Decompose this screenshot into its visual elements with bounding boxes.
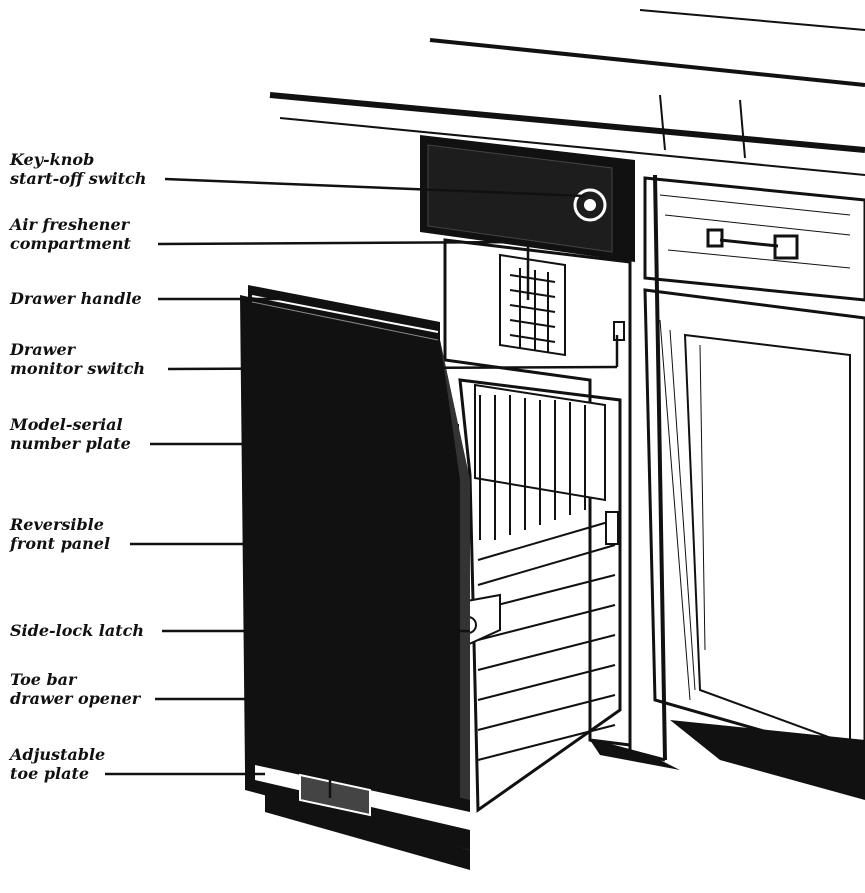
key-knob-icon <box>573 188 607 222</box>
callout-model-serial: Model-serial number plate <box>10 415 131 453</box>
toe-bar-icon <box>299 773 371 817</box>
callout-line: Drawer handle <box>10 289 142 308</box>
callout-line: Side-lock latch <box>10 621 144 640</box>
callout-line: Air freshener <box>10 215 130 234</box>
callout-line: start-off switch <box>10 169 147 188</box>
callout-toe-bar: Toe bar drawer opener <box>10 670 140 708</box>
control-panel <box>420 135 635 262</box>
callout-line: number plate <box>10 434 131 453</box>
front-panel <box>240 285 470 842</box>
callout-air-freshener: Air freshener compartment <box>10 215 131 253</box>
countertop <box>269 9 865 176</box>
floor-shadow <box>590 720 865 800</box>
callout-line: Key-knob <box>10 150 95 169</box>
callout-side-lock: Side-lock latch <box>10 621 144 640</box>
air-freshener-grille <box>499 253 566 357</box>
callout-reversible-front: Reversible front panel <box>10 515 110 553</box>
callout-line: Model-serial <box>10 415 123 434</box>
callout-line: compartment <box>10 234 131 253</box>
callout-line: monitor switch <box>10 359 145 378</box>
side-cabinet <box>643 176 865 762</box>
drawer-handle-bar <box>248 285 440 350</box>
callout-line: front panel <box>10 534 111 553</box>
leader-lines <box>105 177 619 798</box>
leader-key-knob <box>164 177 586 198</box>
leader-drawer-monitor <box>167 365 618 371</box>
callout-adjustable-toe: Adjustable toe plate <box>10 745 105 783</box>
callout-key-knob: Key-knob start-off switch <box>10 150 146 188</box>
callout-line: Toe bar <box>10 670 77 689</box>
toe-plate <box>245 745 470 870</box>
callout-line: Adjustable <box>10 745 106 764</box>
leader-air-freshener <box>157 240 529 246</box>
callout-line: drawer opener <box>10 689 141 708</box>
drawer-bin <box>458 378 622 813</box>
callout-drawer-monitor: Drawer monitor switch <box>10 340 145 378</box>
callout-line: toe plate <box>10 764 90 783</box>
callout-drawer-handle: Drawer handle <box>10 289 142 308</box>
drawer-monitor-switch-icon <box>613 321 625 341</box>
callout-line: Drawer <box>10 340 76 359</box>
callout-line: Reversible <box>10 515 104 534</box>
